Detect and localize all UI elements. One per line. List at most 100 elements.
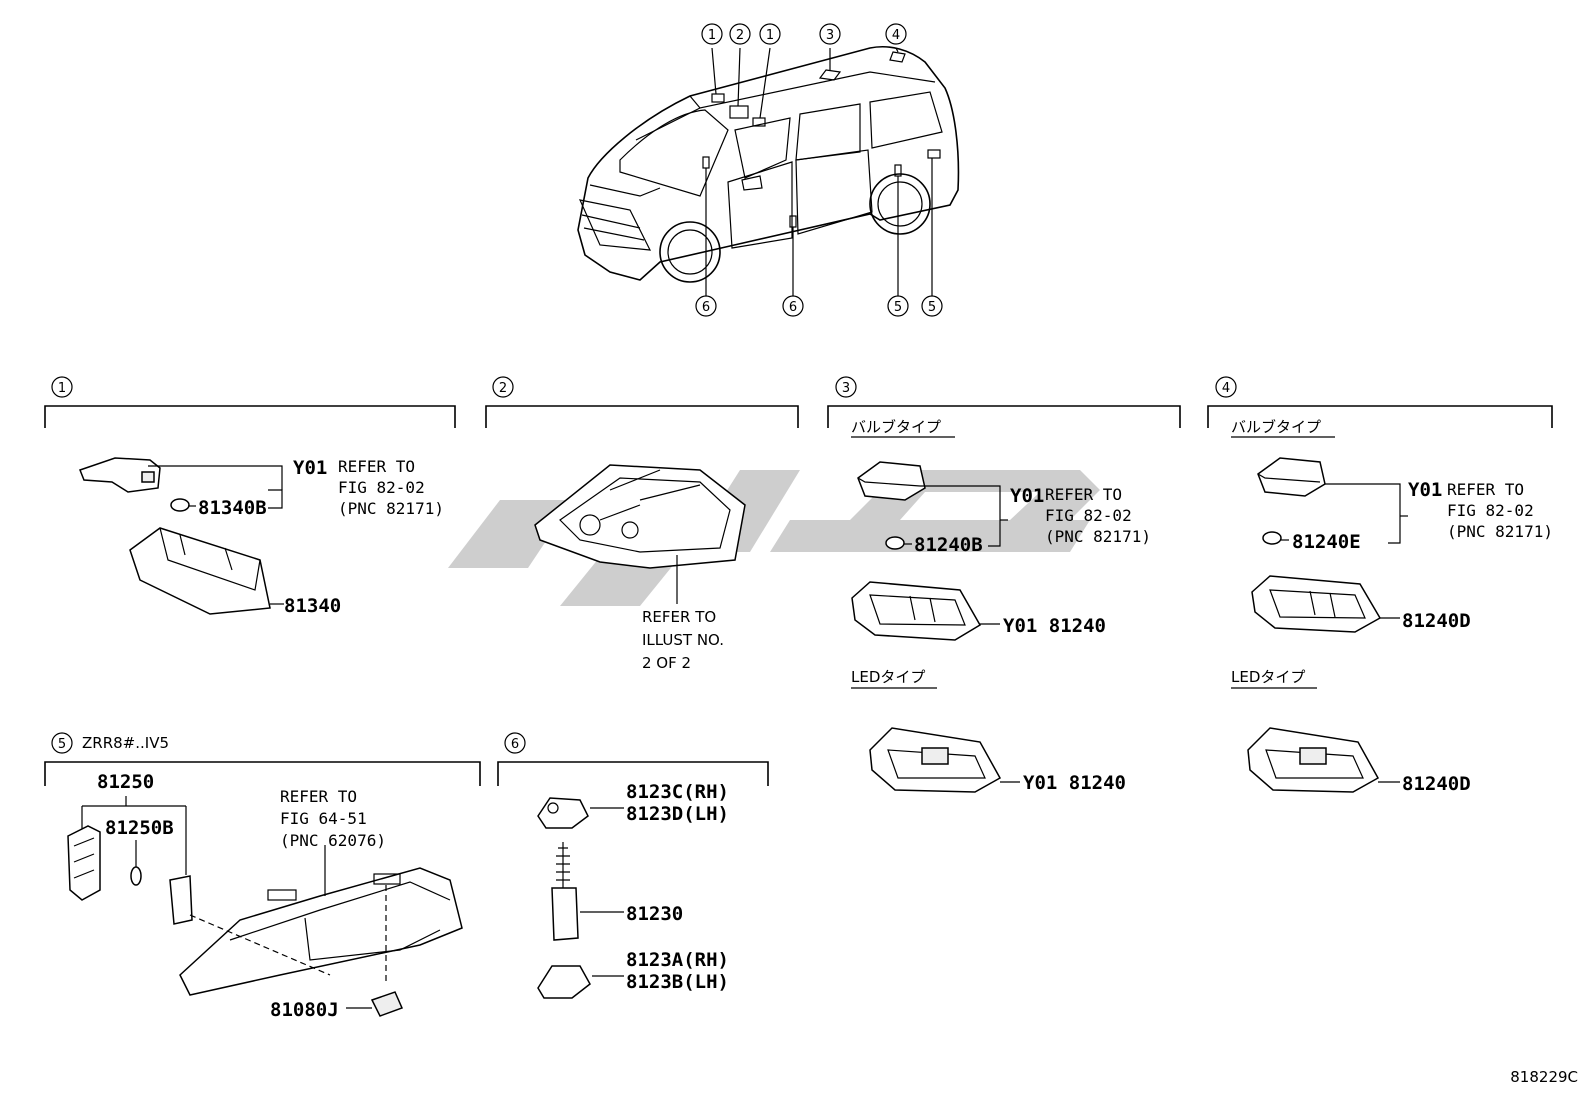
part-81340b[interactable]: 81340B xyxy=(198,497,267,519)
svg-text:3: 3 xyxy=(842,381,850,396)
part-81240-bulb[interactable]: Y01 81240 xyxy=(1003,615,1106,637)
section-3: 3 バルブタイプ Y01 REFER TO FIG 82-02 (PNC 821… xyxy=(827,376,1181,794)
section-6-number: 6 xyxy=(504,732,526,754)
part-81080j[interactable]: 81080J xyxy=(270,999,339,1021)
section-3-bracket xyxy=(827,405,1181,428)
part-8123b-lh[interactable]: 8123B(LH) xyxy=(626,971,729,993)
door-trim-icon xyxy=(179,867,463,996)
part-81240e[interactable]: 81240E xyxy=(1292,531,1361,553)
lamp-81240-bulb-icon xyxy=(851,581,982,641)
svg-text:6: 6 xyxy=(789,300,797,315)
switch-81230-icon xyxy=(551,887,579,941)
svg-text:1: 1 xyxy=(708,28,716,43)
part-81250[interactable]: 81250 xyxy=(97,771,154,793)
section-2-number: 2 xyxy=(492,376,514,398)
overview-callout-1a: 1 xyxy=(701,23,723,45)
svg-text:2: 2 xyxy=(736,28,744,43)
refer-s3-line2: FIG 82-02 xyxy=(1045,506,1132,525)
section-3-number: 3 xyxy=(835,376,857,398)
svg-text:5: 5 xyxy=(894,300,902,315)
part-81240d-led[interactable]: 81240D xyxy=(1402,773,1471,795)
bulb-type-label-s4: バルブタイプ xyxy=(1231,418,1321,436)
y01-label-s3: Y01 xyxy=(1010,485,1044,507)
overview-callout-1b: 1 xyxy=(759,23,781,45)
section-2-bracket xyxy=(485,405,799,428)
lamp-81250-icon xyxy=(67,825,101,901)
overview-callout-4: 4 xyxy=(885,23,907,45)
refer-s5-line3: (PNC 62076) xyxy=(280,831,386,850)
part-81340[interactable]: 81340 xyxy=(284,595,341,617)
overview-callout-5a: 5 xyxy=(887,295,909,317)
y01-label-s1: Y01 xyxy=(293,457,327,479)
section-5-bracket xyxy=(44,761,481,786)
section-6-bracket xyxy=(497,761,769,786)
part-81240-led[interactable]: Y01 81240 xyxy=(1023,772,1126,794)
refer-s1-line2: FIG 82-02 xyxy=(338,478,425,497)
bulb-81240b-icon xyxy=(885,536,905,550)
clip-81080j-icon xyxy=(370,991,404,1017)
refer-s4-line2: FIG 82-02 xyxy=(1447,501,1534,520)
section-5-number: 5 xyxy=(51,732,73,754)
lens-icon xyxy=(169,875,193,925)
part-8123d-lh[interactable]: 8123D(LH) xyxy=(626,803,729,825)
refer-s2-line2: ILLUST NO. xyxy=(642,631,724,649)
svg-text:2: 2 xyxy=(499,381,507,396)
figure-id: 818229C xyxy=(1510,1068,1578,1086)
overview-callout-5b: 5 xyxy=(921,295,943,317)
refer-s2-line3: 2 OF 2 xyxy=(642,654,691,672)
svg-text:6: 6 xyxy=(702,300,710,315)
refer-s1-line1: REFER TO xyxy=(338,457,415,476)
svg-text:5: 5 xyxy=(928,300,936,315)
svg-text:6: 6 xyxy=(511,737,519,752)
socket-81340-icon xyxy=(79,457,161,493)
svg-text:5: 5 xyxy=(58,737,66,752)
lamp-81240d-bulb-icon xyxy=(1251,575,1382,633)
part-81230[interactable]: 81230 xyxy=(626,903,683,925)
section-1: 1 Y01 REFER TO FIG 82-02 (PNC 82171) 813… xyxy=(44,376,456,617)
svg-text:4: 4 xyxy=(1222,381,1230,396)
overview-callout-3: 3 xyxy=(819,23,841,45)
svg-text:1: 1 xyxy=(766,28,774,43)
svg-text:4: 4 xyxy=(892,28,900,43)
svg-text:3: 3 xyxy=(826,28,834,43)
section-5: 5 ZRR8#..IV5 81250 81250B REFER TO FIG 6… xyxy=(44,732,481,1021)
refer-s4-line1: REFER TO xyxy=(1447,480,1524,499)
refer-s5-line2: FIG 64-51 xyxy=(280,809,367,828)
overview-callout-6a: 6 xyxy=(695,295,717,317)
socket-81240d-icon xyxy=(1257,457,1326,497)
section-4-number: 4 xyxy=(1215,376,1237,398)
part-8123a-rh[interactable]: 8123A(RH) xyxy=(626,949,729,971)
bulb-81340b-icon xyxy=(170,498,190,512)
refer-s3-line1: REFER TO xyxy=(1045,485,1122,504)
section-5-note: ZRR8#..IV5 xyxy=(82,734,169,752)
part-81240b[interactable]: 81240B xyxy=(914,534,983,556)
led-type-label-s3: LEDタイプ xyxy=(851,668,925,686)
refer-s5-line1: REFER TO xyxy=(280,787,357,806)
cover-8123a-icon xyxy=(537,965,591,999)
overview-callout-6b: 6 xyxy=(782,295,804,317)
part-81240d-bulb[interactable]: 81240D xyxy=(1402,610,1471,632)
bulb-type-label-s3: バルブタイプ xyxy=(851,418,941,436)
y01-label-s4: Y01 xyxy=(1408,479,1442,501)
section-1-bracket xyxy=(44,405,456,428)
socket-81240-icon xyxy=(857,461,926,501)
bulb-81250b-icon xyxy=(130,866,142,886)
refer-s1-line3: (PNC 82171) xyxy=(338,499,444,518)
section-1-number: 1 xyxy=(51,376,73,398)
part-81250b[interactable]: 81250B xyxy=(105,817,174,839)
refer-s2-line1: REFER TO xyxy=(642,608,716,626)
section-4-bracket xyxy=(1207,405,1553,428)
cover-8123c-icon xyxy=(537,797,589,829)
van-illustration: 1 2 1 3 4 6 6 5 5 xyxy=(577,23,960,317)
part-8123c-rh[interactable]: 8123C(RH) xyxy=(626,781,729,803)
section-4: 4 バルブタイプ Y01 REFER TO FIG 82-02 (PNC 821… xyxy=(1207,376,1553,795)
section-2: 2 REFER TO ILLUST NO. 2 OF 2 xyxy=(485,376,799,672)
overview-callout-2: 2 xyxy=(729,23,751,45)
console-lamp-icon xyxy=(534,464,746,569)
section-6: 6 8123C(RH) 8123D(LH) 81230 8123A(RH) 81… xyxy=(497,732,769,999)
led-type-label-s4: LEDタイプ xyxy=(1231,668,1305,686)
bulb-81240e-icon xyxy=(1262,531,1282,545)
refer-s3-line3: (PNC 82171) xyxy=(1045,527,1151,546)
refer-s4-line3: (PNC 82171) xyxy=(1447,522,1553,541)
